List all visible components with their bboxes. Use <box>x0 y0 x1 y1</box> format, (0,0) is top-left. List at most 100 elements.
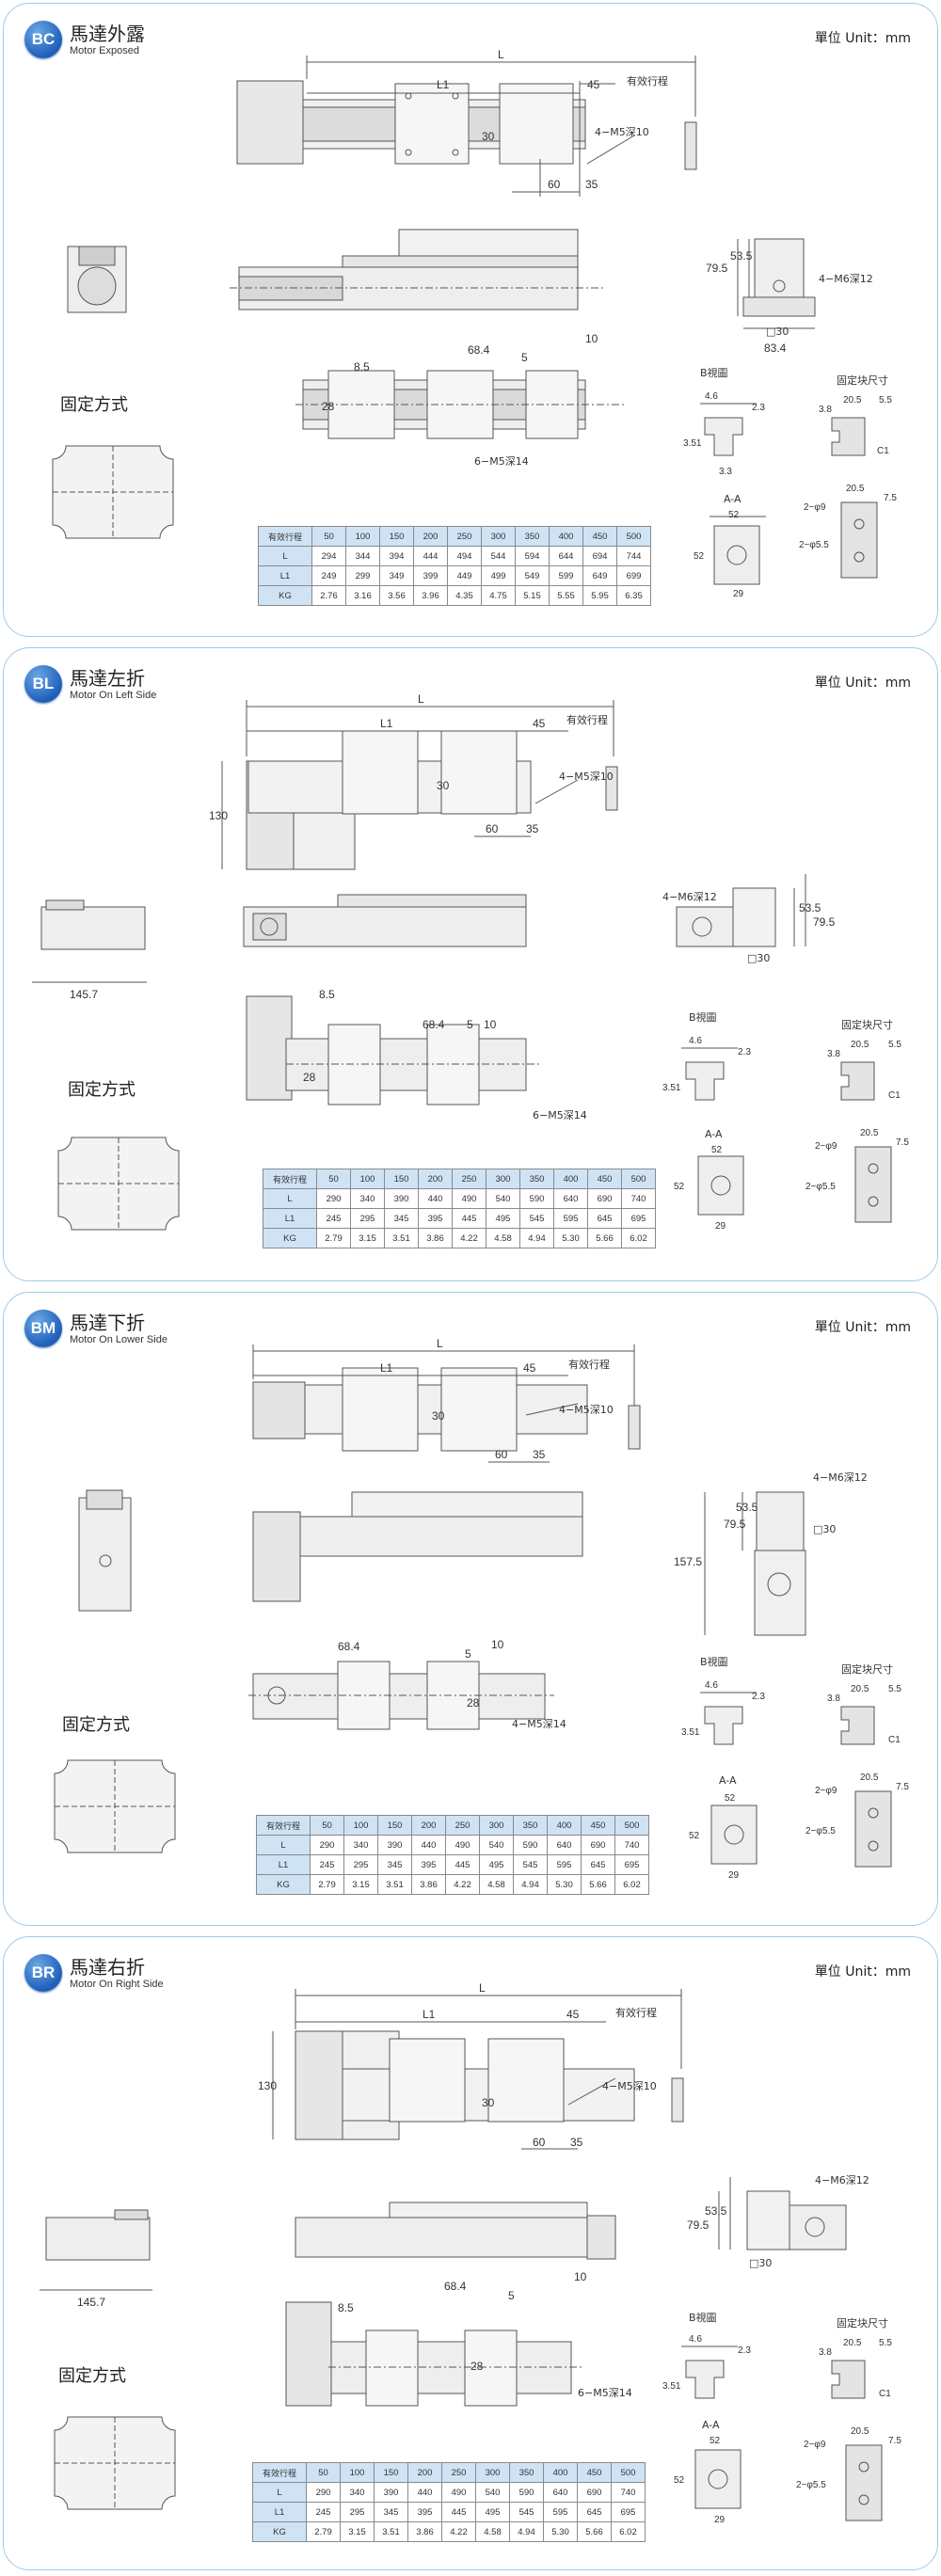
table-row-label: L1 <box>258 565 312 586</box>
table-cell: 6.02 <box>614 1874 649 1895</box>
block-drawing <box>840 1706 892 1868</box>
table-cell: 644 <box>549 546 583 566</box>
block-c: 5.5 <box>879 2338 892 2348</box>
dim-53-5: 53.5 <box>736 1501 758 1514</box>
dim-side-hole: 4−M6深12 <box>819 273 873 285</box>
aa-h: 52 <box>689 1831 700 1841</box>
panel-motor-left: BL 馬達左折 Motor On Left Side 單位 Unit：mm 固定… <box>3 647 938 1281</box>
table-cell: 395 <box>407 2502 442 2522</box>
dim-l1: L1 <box>380 1361 393 1375</box>
table-cell: 449 <box>447 565 482 586</box>
mounting-plate-drawing <box>54 2416 176 2510</box>
table-row-label: KG <box>256 1874 311 1895</box>
table-cell: 340 <box>350 1188 385 1209</box>
dim-sq30: □30 <box>747 952 770 964</box>
dim-sq30: □30 <box>813 1523 836 1535</box>
block-a: 3.8 <box>827 1049 840 1059</box>
dim-35: 35 <box>533 1448 546 1461</box>
bview-w: 4.6 <box>689 1036 702 1046</box>
table-cell: 2.79 <box>310 1874 344 1895</box>
table-cell: 2.76 <box>311 585 346 606</box>
table-cell: 3.16 <box>345 585 380 606</box>
table-row-label: KG <box>263 1228 317 1248</box>
block-i: 20.5 <box>851 2426 869 2437</box>
panel-code-badge: BM <box>24 1310 62 1347</box>
table-header-cell: 200 <box>413 526 448 547</box>
aa-label: A-A <box>719 1774 737 1787</box>
panel-motor-exposed: BC 馬達外露 Motor Exposed 單位 Unit：mm 固定方式 <box>3 3 938 637</box>
table-cell: 545 <box>519 1208 554 1229</box>
panel-code-badge: BL <box>24 665 62 703</box>
dim-hole: 4−M5深10 <box>559 1404 614 1416</box>
stroke-label: 有效行程 <box>568 1358 610 1371</box>
aa-b: 29 <box>728 1870 740 1881</box>
dim-68-4: 68.4 <box>423 1018 445 1031</box>
table-cell: 4.94 <box>509 2521 544 2542</box>
panel-motor-right: BR 馬達右折 Motor On Right Side 單位 Unit：mm 固… <box>3 1936 938 2570</box>
table-header-cell: 450 <box>577 2462 612 2483</box>
dim-35: 35 <box>585 178 598 191</box>
table-corner-cell: 有效行程 <box>256 1815 311 1836</box>
dim-79-5: 79.5 <box>724 1518 746 1531</box>
table-header-cell: 250 <box>441 2462 476 2483</box>
dim-68-4: 68.4 <box>444 2280 467 2293</box>
table-cell: 340 <box>343 1835 378 1855</box>
table-cell: 395 <box>411 1854 446 1875</box>
dim-28: 28 <box>303 1071 316 1084</box>
table-cell: 5.15 <box>515 585 550 606</box>
bview-f: 3.3 <box>719 467 732 477</box>
dim-45: 45 <box>587 78 600 91</box>
table-header-cell: 400 <box>543 2462 578 2483</box>
table-header-cell: 50 <box>310 1815 344 1836</box>
side-view-drawing <box>718 2177 847 2250</box>
table-header-cell: 350 <box>519 1169 554 1189</box>
bview-w: 4.6 <box>689 2334 702 2345</box>
dim-30: 30 <box>437 779 450 792</box>
table-cell: 2.79 <box>306 2521 341 2542</box>
table-cell: 545 <box>509 2502 544 2522</box>
table-cell: 5.66 <box>587 1228 622 1248</box>
panel-subtitle: Motor On Right Side <box>70 1979 164 1990</box>
table-cell: 694 <box>582 546 617 566</box>
table-header-cell: 500 <box>616 526 651 547</box>
table-cell: 540 <box>486 1188 520 1209</box>
table-cell: 290 <box>306 2482 341 2503</box>
dim-60: 60 <box>533 2136 546 2149</box>
dim-l1: L1 <box>423 2008 436 2021</box>
panel-title: 馬達左折 <box>70 667 145 690</box>
table-cell: 495 <box>475 2502 510 2522</box>
table-cell: 594 <box>515 546 550 566</box>
table-header-cell: 100 <box>345 526 380 547</box>
block-i: 20.5 <box>860 1773 879 1783</box>
table-cell: 4.35 <box>447 585 482 606</box>
mounting-label: 固定方式 <box>60 395 128 415</box>
table-row-label: L <box>263 1188 317 1209</box>
dim-10: 10 <box>585 332 598 345</box>
dim-l: L <box>418 692 424 706</box>
table-cell: 345 <box>377 1854 412 1875</box>
block-b: 20.5 <box>843 2338 862 2348</box>
table-cell: 6.35 <box>616 585 651 606</box>
table-header-cell: 150 <box>377 1815 412 1836</box>
mounting-plate-drawing <box>52 445 174 539</box>
table-cell: 595 <box>543 2502 578 2522</box>
dim-sq30: □30 <box>749 2257 772 2269</box>
panel-title: 馬達右折 <box>70 1956 145 1979</box>
table-cell: 290 <box>310 1835 344 1855</box>
table-cell: 499 <box>481 565 516 586</box>
dim-10: 10 <box>484 1018 497 1031</box>
aa-b: 29 <box>733 589 744 599</box>
table-header-cell: 500 <box>611 2462 646 2483</box>
block-h: C1 <box>888 1735 901 1745</box>
table-cell: 540 <box>475 2482 510 2503</box>
block-c: 5.5 <box>888 1684 901 1694</box>
table-header-cell: 250 <box>452 1169 486 1189</box>
unit-label: 單位 Unit：mm <box>814 1320 911 1335</box>
table-cell: 540 <box>479 1835 514 1855</box>
dim-30: 30 <box>482 2096 495 2109</box>
